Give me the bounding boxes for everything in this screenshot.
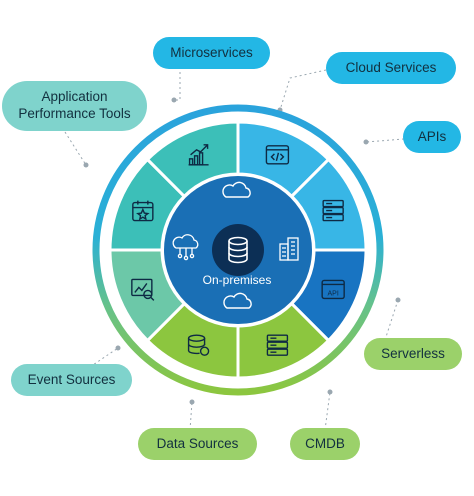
callout-cloud-services-label: Cloud Services: [345, 59, 437, 75]
callout-apm-label-line1: Application: [41, 89, 108, 105]
api-window-icon: API: [321, 279, 345, 300]
callout-serverless: Serverless: [364, 338, 462, 370]
connector-dot: [189, 399, 195, 405]
connector-dot: [171, 97, 177, 103]
callout-apis: APIs: [403, 121, 461, 153]
connector-serverless: [384, 299, 399, 341]
callout-serverless-label: Serverless: [381, 345, 445, 361]
database-gear-icon: [187, 334, 210, 356]
cloud-icon: [223, 292, 252, 309]
callout-microservices-label: Microservices: [170, 44, 253, 60]
outer-ring: [92, 104, 384, 396]
callout-data-sources: Data Sources: [138, 428, 257, 460]
callout-event-sources-label: Event Sources: [27, 371, 116, 387]
connector-event-sources: [89, 347, 119, 368]
hub-label: On-premises: [202, 273, 272, 287]
callout-apm-label-line2: Performance Tools: [18, 106, 131, 121]
connector-dot: [83, 162, 89, 168]
connector-apis: [365, 138, 405, 143]
callout-apis-label: APIs: [417, 128, 447, 144]
analytics-search-icon: [131, 278, 155, 301]
database-icon: [228, 236, 248, 264]
cloud-icon: [222, 181, 251, 198]
callout-data-sources-label: Data Sources: [156, 435, 239, 451]
connector-apm: [64, 131, 87, 166]
callout-cmdb: CMDB: [290, 428, 360, 460]
callout-microservices: Microservices: [153, 37, 270, 69]
callout-cmdb-label: CMDB: [305, 435, 345, 451]
connector-microservices: [174, 67, 181, 101]
callout-cloud-services: Cloud Services: [326, 52, 456, 84]
connector-dot: [363, 139, 369, 145]
connector-dot: [395, 297, 401, 303]
connector-dot: [115, 345, 121, 351]
connector-cloud-services: [279, 69, 327, 111]
svg-text:API: API: [328, 290, 339, 297]
connector-dot: [327, 389, 333, 395]
growth-chart-icon: [188, 144, 209, 166]
code-window-icon: [265, 145, 290, 165]
buildings-icon: [279, 237, 299, 261]
wheel-segments: API: [108, 120, 368, 380]
connector-data-sources: [189, 401, 193, 431]
calendar-star-icon: [132, 200, 154, 222]
server-rack-icon: [266, 334, 289, 356]
cloud-network-icon: [172, 234, 199, 261]
callout-event-sources: Event Sources: [11, 364, 132, 396]
callout-apm: Application Performance Tools: [2, 81, 147, 131]
server-rack-icon: [322, 199, 344, 222]
connector-dots: [83, 97, 401, 405]
connector-cmdb: [324, 391, 331, 431]
